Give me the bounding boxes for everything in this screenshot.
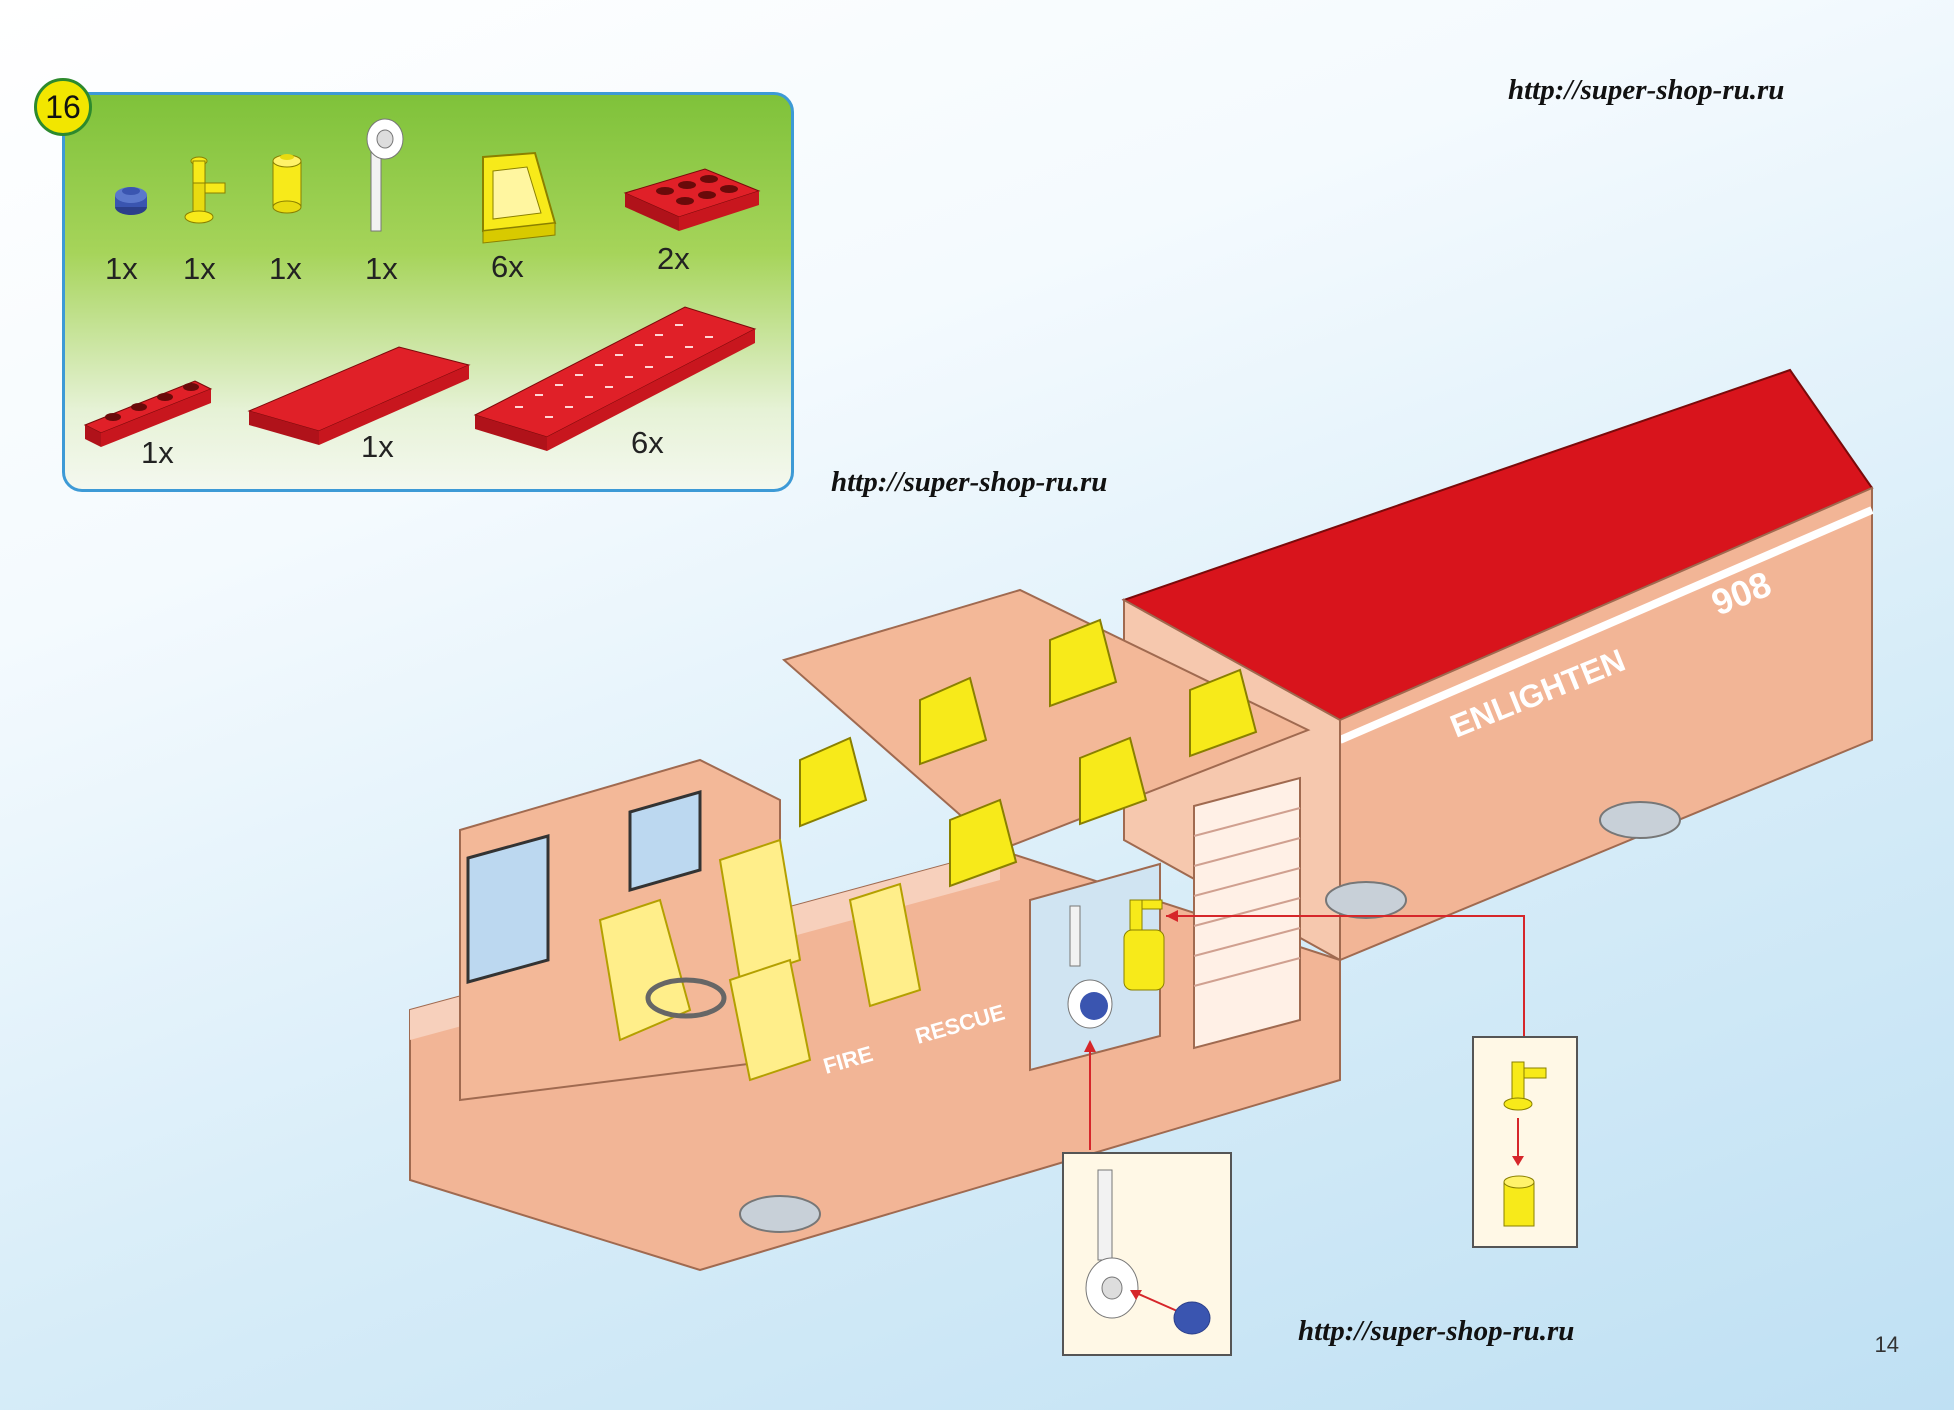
- part-qty-hose-nozzle: 1x: [183, 251, 216, 286]
- cab-window-left: [466, 834, 550, 984]
- blue-round-plate-icon: [115, 187, 147, 215]
- assembly-arrows: [1089, 915, 1525, 1150]
- hose-reel-callout-illustration: [1085, 1169, 1211, 1335]
- red-tread-plate-icon: [473, 306, 757, 451]
- installed-hose-reel: [1067, 905, 1113, 1029]
- part-qty-red-tile: 1x: [361, 429, 394, 464]
- part-qty-blue-plate: 1x: [105, 251, 138, 286]
- yellow-hose-nozzle-icon: [184, 156, 226, 224]
- watermark-url-middle: http://super-shop-ru.ru: [831, 466, 1108, 498]
- installed-hose-nozzle: [1123, 899, 1165, 991]
- hose-nozzle-callout: [1472, 1036, 1578, 1248]
- part-qty-tread-plate: 6x: [631, 425, 664, 460]
- hose-reel-callout: [1062, 1152, 1232, 1356]
- seat-deck: [781, 588, 1311, 852]
- deck-windscreens: [799, 618, 1258, 888]
- part-qty-round-brick: 1x: [269, 251, 302, 286]
- wheels: [739, 801, 1681, 1233]
- watermark-url-top: http://super-shop-ru.ru: [1508, 74, 1785, 106]
- red-plate-2x4-icon: [623, 168, 761, 231]
- part-qty-windscreen: 6x: [491, 249, 524, 284]
- cab-window-right: [628, 790, 702, 892]
- red-plate-1x4-icon: [83, 380, 213, 447]
- white-hose-reel-icon: [366, 118, 404, 232]
- page-number: 14: [1874, 1332, 1899, 1357]
- part-qty-hose-reel: 1x: [365, 251, 398, 286]
- red-tile-2x6-icon: [247, 346, 471, 445]
- yellow-windscreen-icon: [482, 151, 557, 244]
- step-number-badge: 16: [34, 78, 92, 136]
- watermark-url-bottom: http://super-shop-ru.ru: [1298, 1315, 1575, 1347]
- yellow-round-brick-icon: [272, 154, 302, 214]
- part-qty-red-plate-1x4: 1x: [141, 435, 174, 470]
- equipment-niche: [1029, 862, 1161, 1072]
- parts-list-panel: 1x 1x 1x 1x 6x 2x 1x 1x 6x: [62, 92, 794, 492]
- parts-illustrations: [83, 118, 761, 451]
- hose-nozzle-callout-illustration: [1503, 1061, 1547, 1227]
- part-qty-red-plate-2x4: 2x: [657, 241, 690, 276]
